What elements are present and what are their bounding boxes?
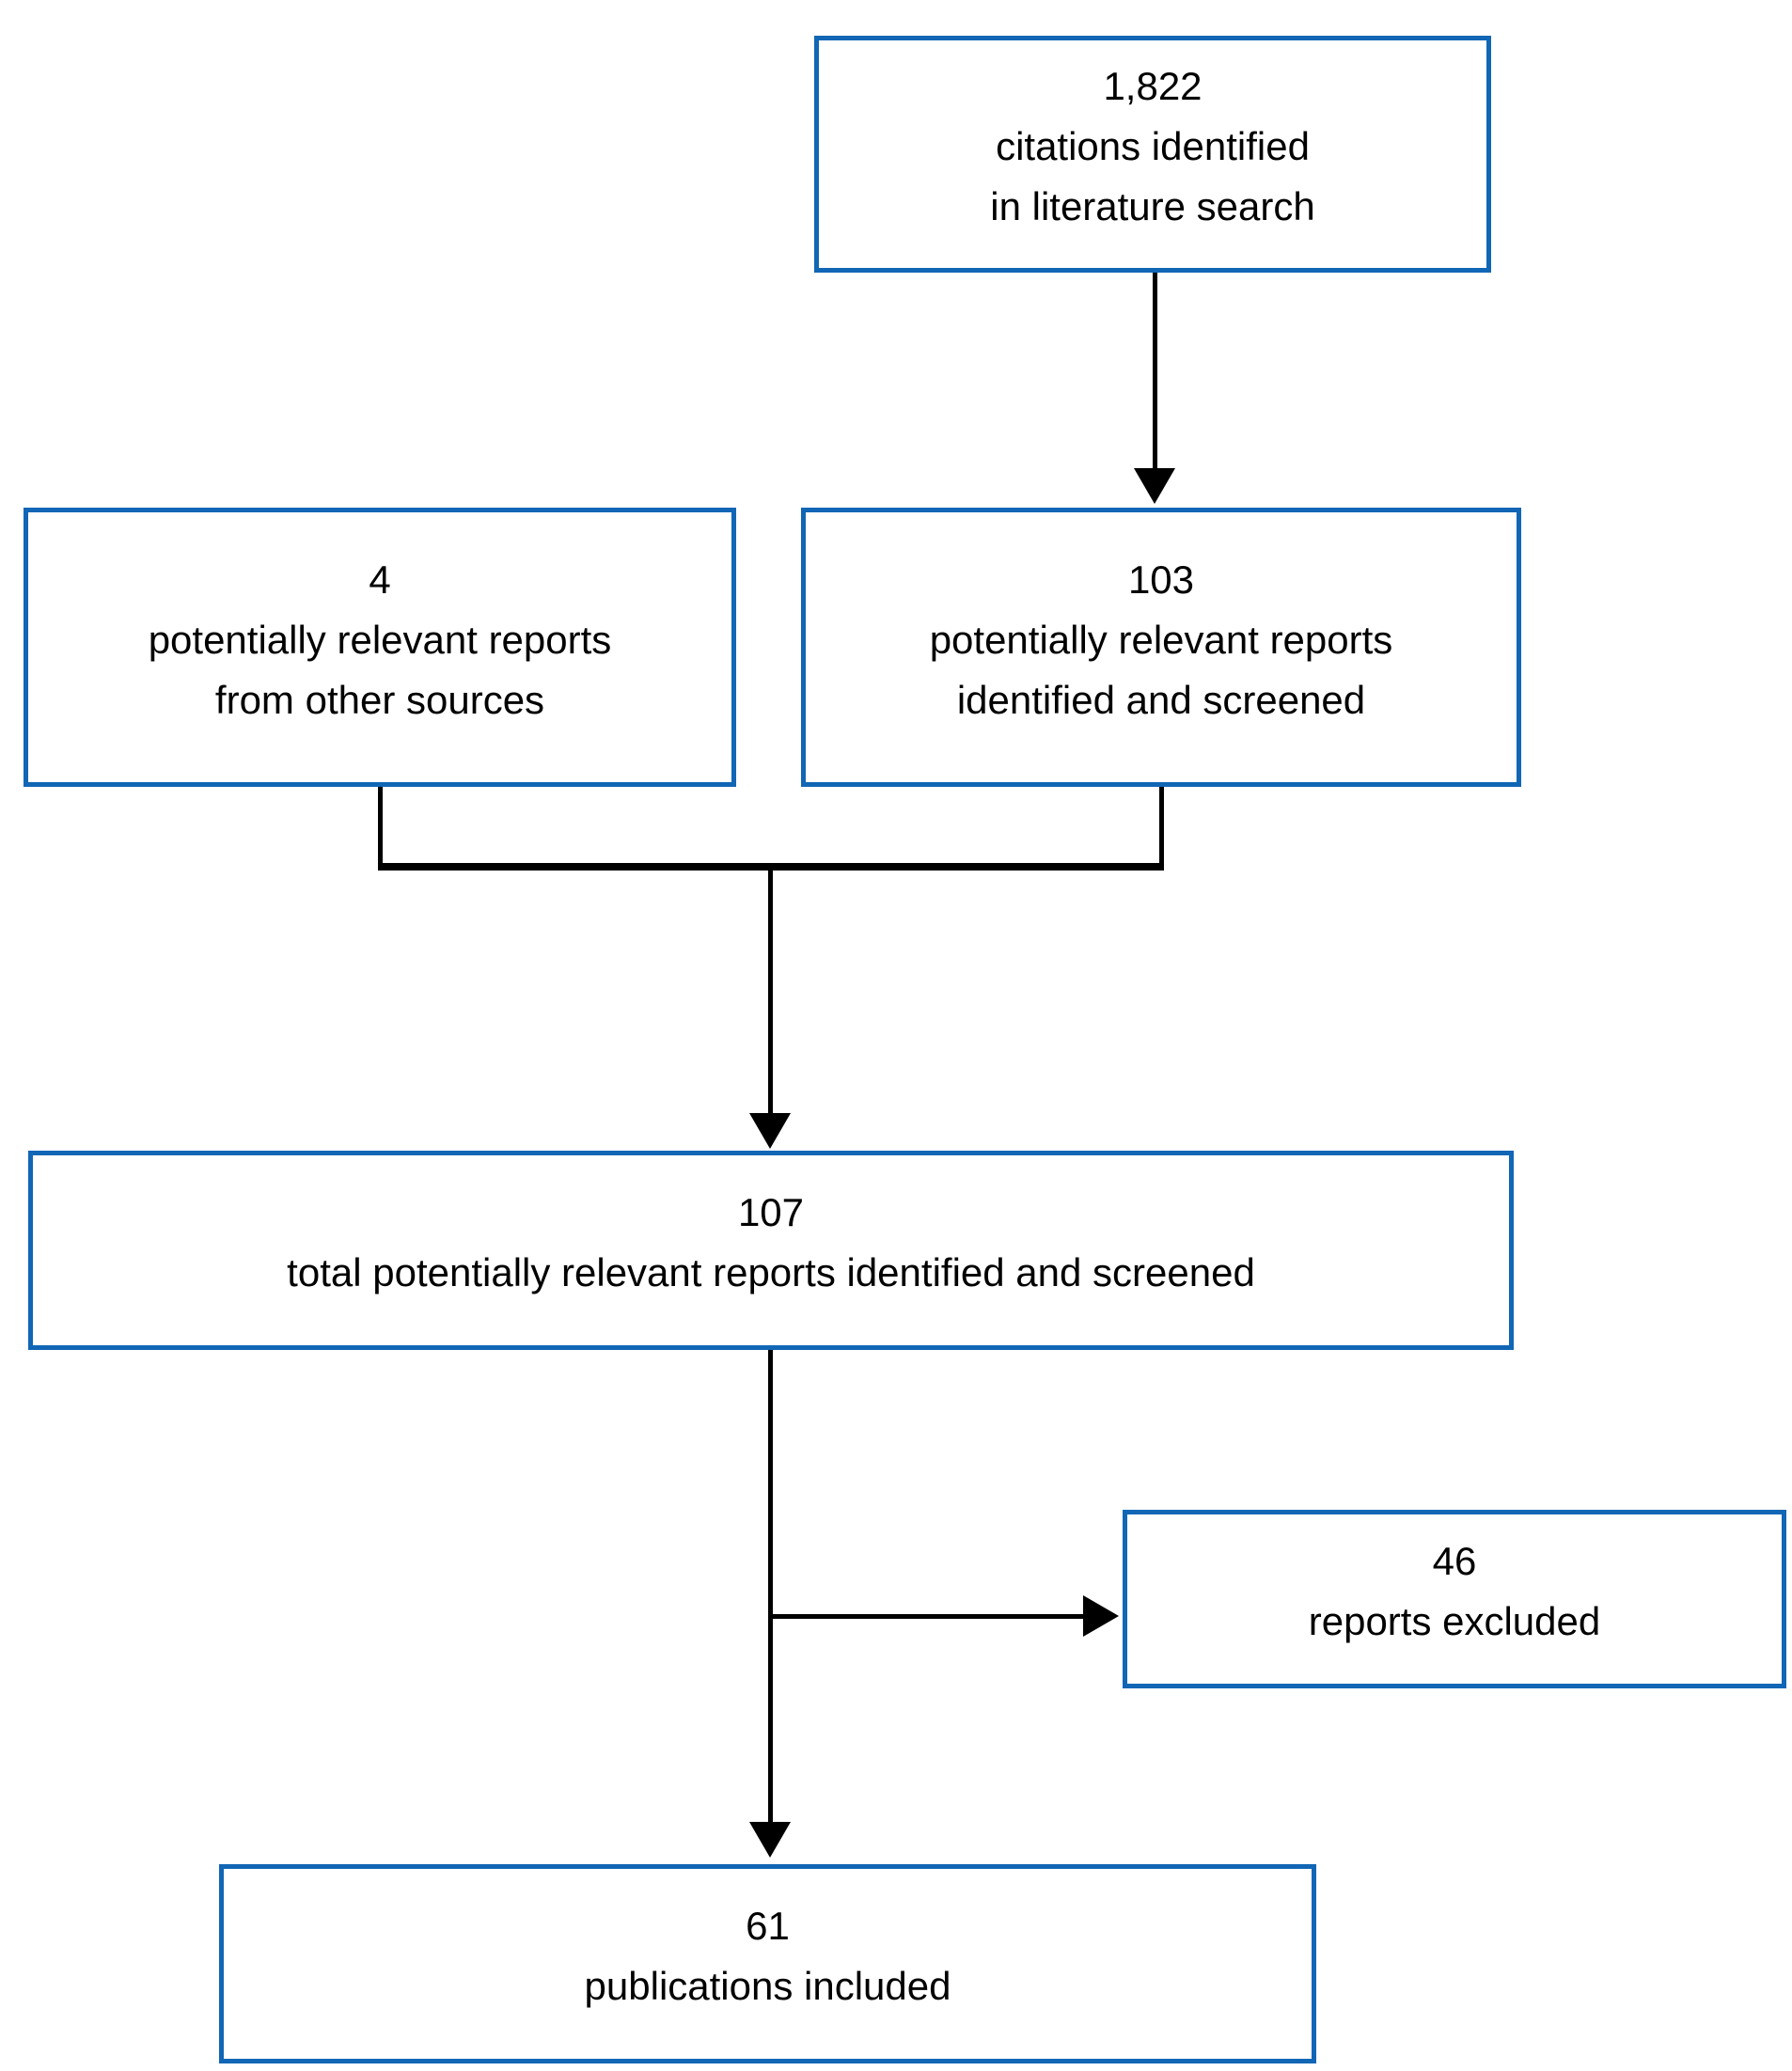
node-total-screened: 107 total potentially relevant reports i… (28, 1151, 1514, 1350)
node-count: 1,822 (1103, 64, 1203, 108)
node-text: 46 reports excluded (1146, 1531, 1763, 1652)
node-text: 1,822 citations identified in literature… (838, 56, 1468, 237)
node-count: 107 (737, 1190, 805, 1234)
node-label-line: reports excluded (1308, 1599, 1601, 1643)
node-text: 4 potentially relevant reports from othe… (47, 550, 713, 730)
connector-total-to-included (768, 1350, 773, 1822)
node-other-sources: 4 potentially relevant reports from othe… (24, 508, 736, 787)
connector-branch-to-excluded (768, 1614, 1083, 1619)
node-count: 61 (746, 1904, 790, 1948)
node-text: 61 publications included (243, 1896, 1293, 2016)
node-text: 103 potentially relevant reports identif… (825, 550, 1498, 730)
node-publications-included: 61 publications included (219, 1864, 1316, 2063)
connector-screened-down (1159, 787, 1164, 870)
node-label-line: from other sources (214, 677, 545, 722)
node-count: 103 (1127, 557, 1195, 602)
connector-merge-bar (378, 863, 1164, 871)
node-label-line: total potentially relevant reports ident… (287, 1250, 1255, 1294)
node-count: 4 (369, 557, 391, 602)
connector-citations-to-screened (1153, 273, 1157, 470)
node-label-line: publications included (584, 1964, 951, 2008)
connector-merge-to-total (768, 871, 773, 1113)
node-label-line: identified and screened (956, 677, 1366, 722)
arrowhead-down-icon (749, 1822, 791, 1858)
node-count: 46 (1432, 1539, 1477, 1583)
node-identified-screened: 103 potentially relevant reports identif… (801, 508, 1521, 787)
node-label-line: in literature search (990, 184, 1315, 228)
node-label-line: potentially relevant reports (929, 617, 1393, 662)
node-label-line: citations identified (996, 124, 1310, 168)
arrowhead-right-icon (1083, 1595, 1119, 1637)
connector-other-sources-down (378, 787, 383, 870)
node-label-line: potentially relevant reports (148, 617, 612, 662)
arrowhead-down-icon (749, 1113, 791, 1149)
node-reports-excluded: 46 reports excluded (1123, 1510, 1786, 1688)
node-text: 107 total potentially relevant reports i… (52, 1183, 1490, 1303)
arrowhead-down-icon (1134, 468, 1175, 504)
node-citations-identified: 1,822 citations identified in literature… (814, 36, 1491, 273)
